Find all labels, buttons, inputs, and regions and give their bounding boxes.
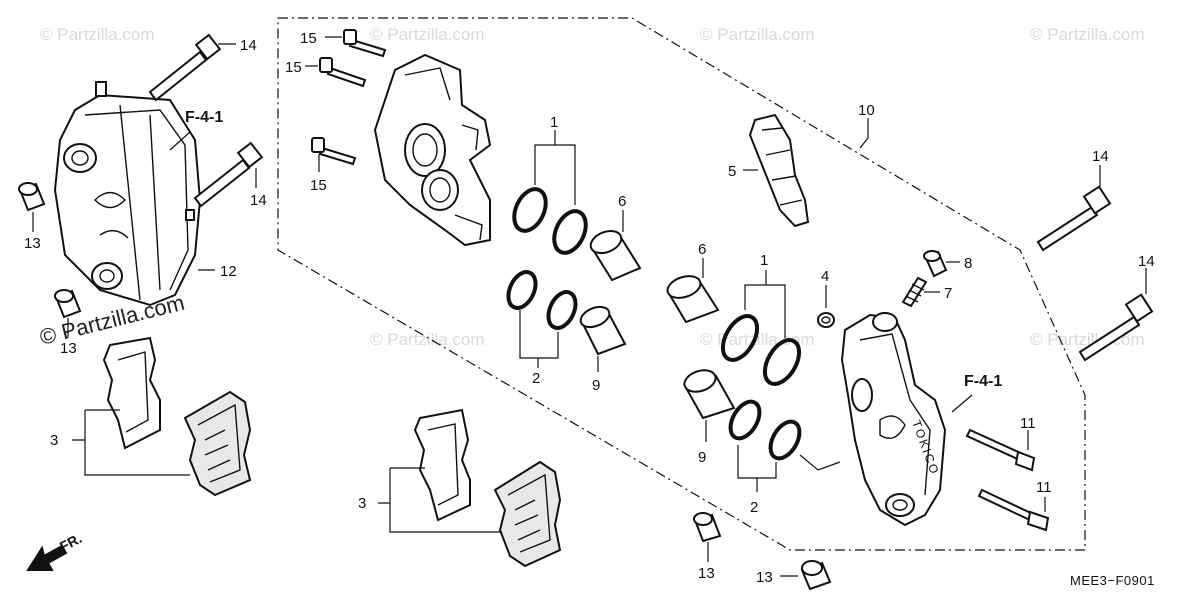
watermark-5: © Partzilla.com — [370, 330, 485, 349]
callout-1-a: 1 — [550, 114, 558, 131]
callout-13-c: 13 — [698, 565, 715, 582]
bleeder-cap-4 — [817, 312, 835, 328]
leader-10 — [859, 118, 869, 149]
leader-2-b — [737, 445, 777, 492]
callout-12: 12 — [220, 263, 237, 280]
callout-14-b: 14 — [250, 192, 267, 209]
caliper-half-upper — [373, 53, 492, 247]
bolt-14-bottom-right — [1078, 293, 1154, 362]
brake-pad-left-a — [102, 336, 161, 450]
bolt-15-c — [311, 137, 357, 166]
leader-f41-right — [951, 394, 973, 413]
collar-13-left-bottom — [54, 289, 82, 319]
bleeder-cap-8 — [923, 250, 948, 278]
callout-3-a: 3 — [50, 432, 58, 449]
bolt-14-mid-left — [193, 141, 264, 208]
watermark-1: © Partzilla.com — [40, 25, 155, 44]
brake-pad-center-a — [413, 408, 471, 522]
diagram-code: MEE3−F0901 — [1070, 573, 1155, 588]
caliper-left — [53, 81, 202, 307]
piston-seals-upper — [512, 187, 588, 255]
leader-1-a — [534, 130, 576, 205]
callout-4: 4 — [821, 268, 829, 285]
callout-6-a: 6 — [618, 193, 626, 210]
callout-6-b: 6 — [698, 241, 706, 258]
callout-13-a: 13 — [24, 235, 41, 252]
piston-seals-lower — [506, 270, 578, 330]
piston-6-center — [589, 229, 642, 282]
bolt-14-top-left — [148, 33, 222, 102]
piston-seals-right-lower — [728, 399, 802, 461]
leader-1-b — [744, 270, 786, 338]
piston-seals-right-upper — [720, 314, 802, 386]
pad-pin-11-b — [977, 488, 1050, 532]
leader-3-a — [72, 409, 190, 476]
callout-15-b: 15 — [285, 59, 302, 76]
callout-13-b: 13 — [60, 340, 77, 357]
collar-13-bottom-a — [693, 512, 722, 543]
piston-9-right — [683, 369, 736, 420]
ref-f41-left: F-4-1 — [185, 109, 223, 126]
bleeder-screw-7 — [901, 276, 928, 308]
callout-13-d: 13 — [756, 569, 773, 586]
brake-pad-center-b — [493, 460, 562, 568]
pad-pin-11-a — [965, 428, 1036, 472]
callout-15-c: 15 — [310, 177, 327, 194]
callout-3-b: 3 — [358, 495, 366, 512]
callout-11-b: 11 — [1036, 479, 1052, 496]
watermark-3: © Partzilla.com — [700, 25, 815, 44]
callout-1-b: 1 — [760, 252, 768, 269]
ref-f41-right: F-4-1 — [964, 373, 1002, 390]
watermark-4: © Partzilla.com — [1030, 25, 1145, 44]
watermark-2: © Partzilla.com — [370, 25, 485, 44]
bolt-15-a — [343, 29, 387, 58]
pad-spring-5 — [748, 113, 810, 228]
piston-9-center — [579, 305, 627, 356]
callout-14-a: 14 — [240, 37, 257, 54]
callout-7: 7 — [944, 285, 952, 302]
callout-14-d: 14 — [1138, 253, 1155, 270]
callout-14-c: 14 — [1092, 148, 1109, 165]
leader-seal-to-caliper — [799, 454, 841, 471]
front-direction-arrow — [26, 544, 68, 571]
callout-15-a: 15 — [300, 30, 317, 47]
leader-3-b — [378, 467, 500, 533]
leader-2-a — [519, 310, 559, 368]
collar-13-bottom-b — [800, 560, 832, 591]
caliper-half-right: TOKICO — [840, 312, 947, 527]
callout-11-a: 11 — [1020, 415, 1036, 432]
collar-13-left-top — [18, 182, 46, 212]
piston-6-right — [666, 275, 720, 324]
brake-pad-left-b — [183, 390, 252, 497]
bolt-15-b — [319, 57, 367, 88]
bolt-14-top-right — [1036, 185, 1112, 252]
watermark-6: © Partzilla.com — [700, 330, 815, 349]
callout-9-a: 9 — [592, 377, 600, 394]
callout-2-a: 2 — [532, 370, 540, 387]
callout-2-b: 2 — [750, 499, 758, 516]
assembly-outline — [277, 17, 1086, 551]
watermarks: © Partzilla.com © Partzilla.com © Partzi… — [37, 25, 1144, 350]
callout-5: 5 — [728, 163, 736, 180]
callout-10: 10 — [858, 102, 875, 119]
leader-f41-left — [169, 131, 191, 151]
callout-9-b: 9 — [698, 449, 706, 466]
callout-8: 8 — [964, 255, 972, 272]
